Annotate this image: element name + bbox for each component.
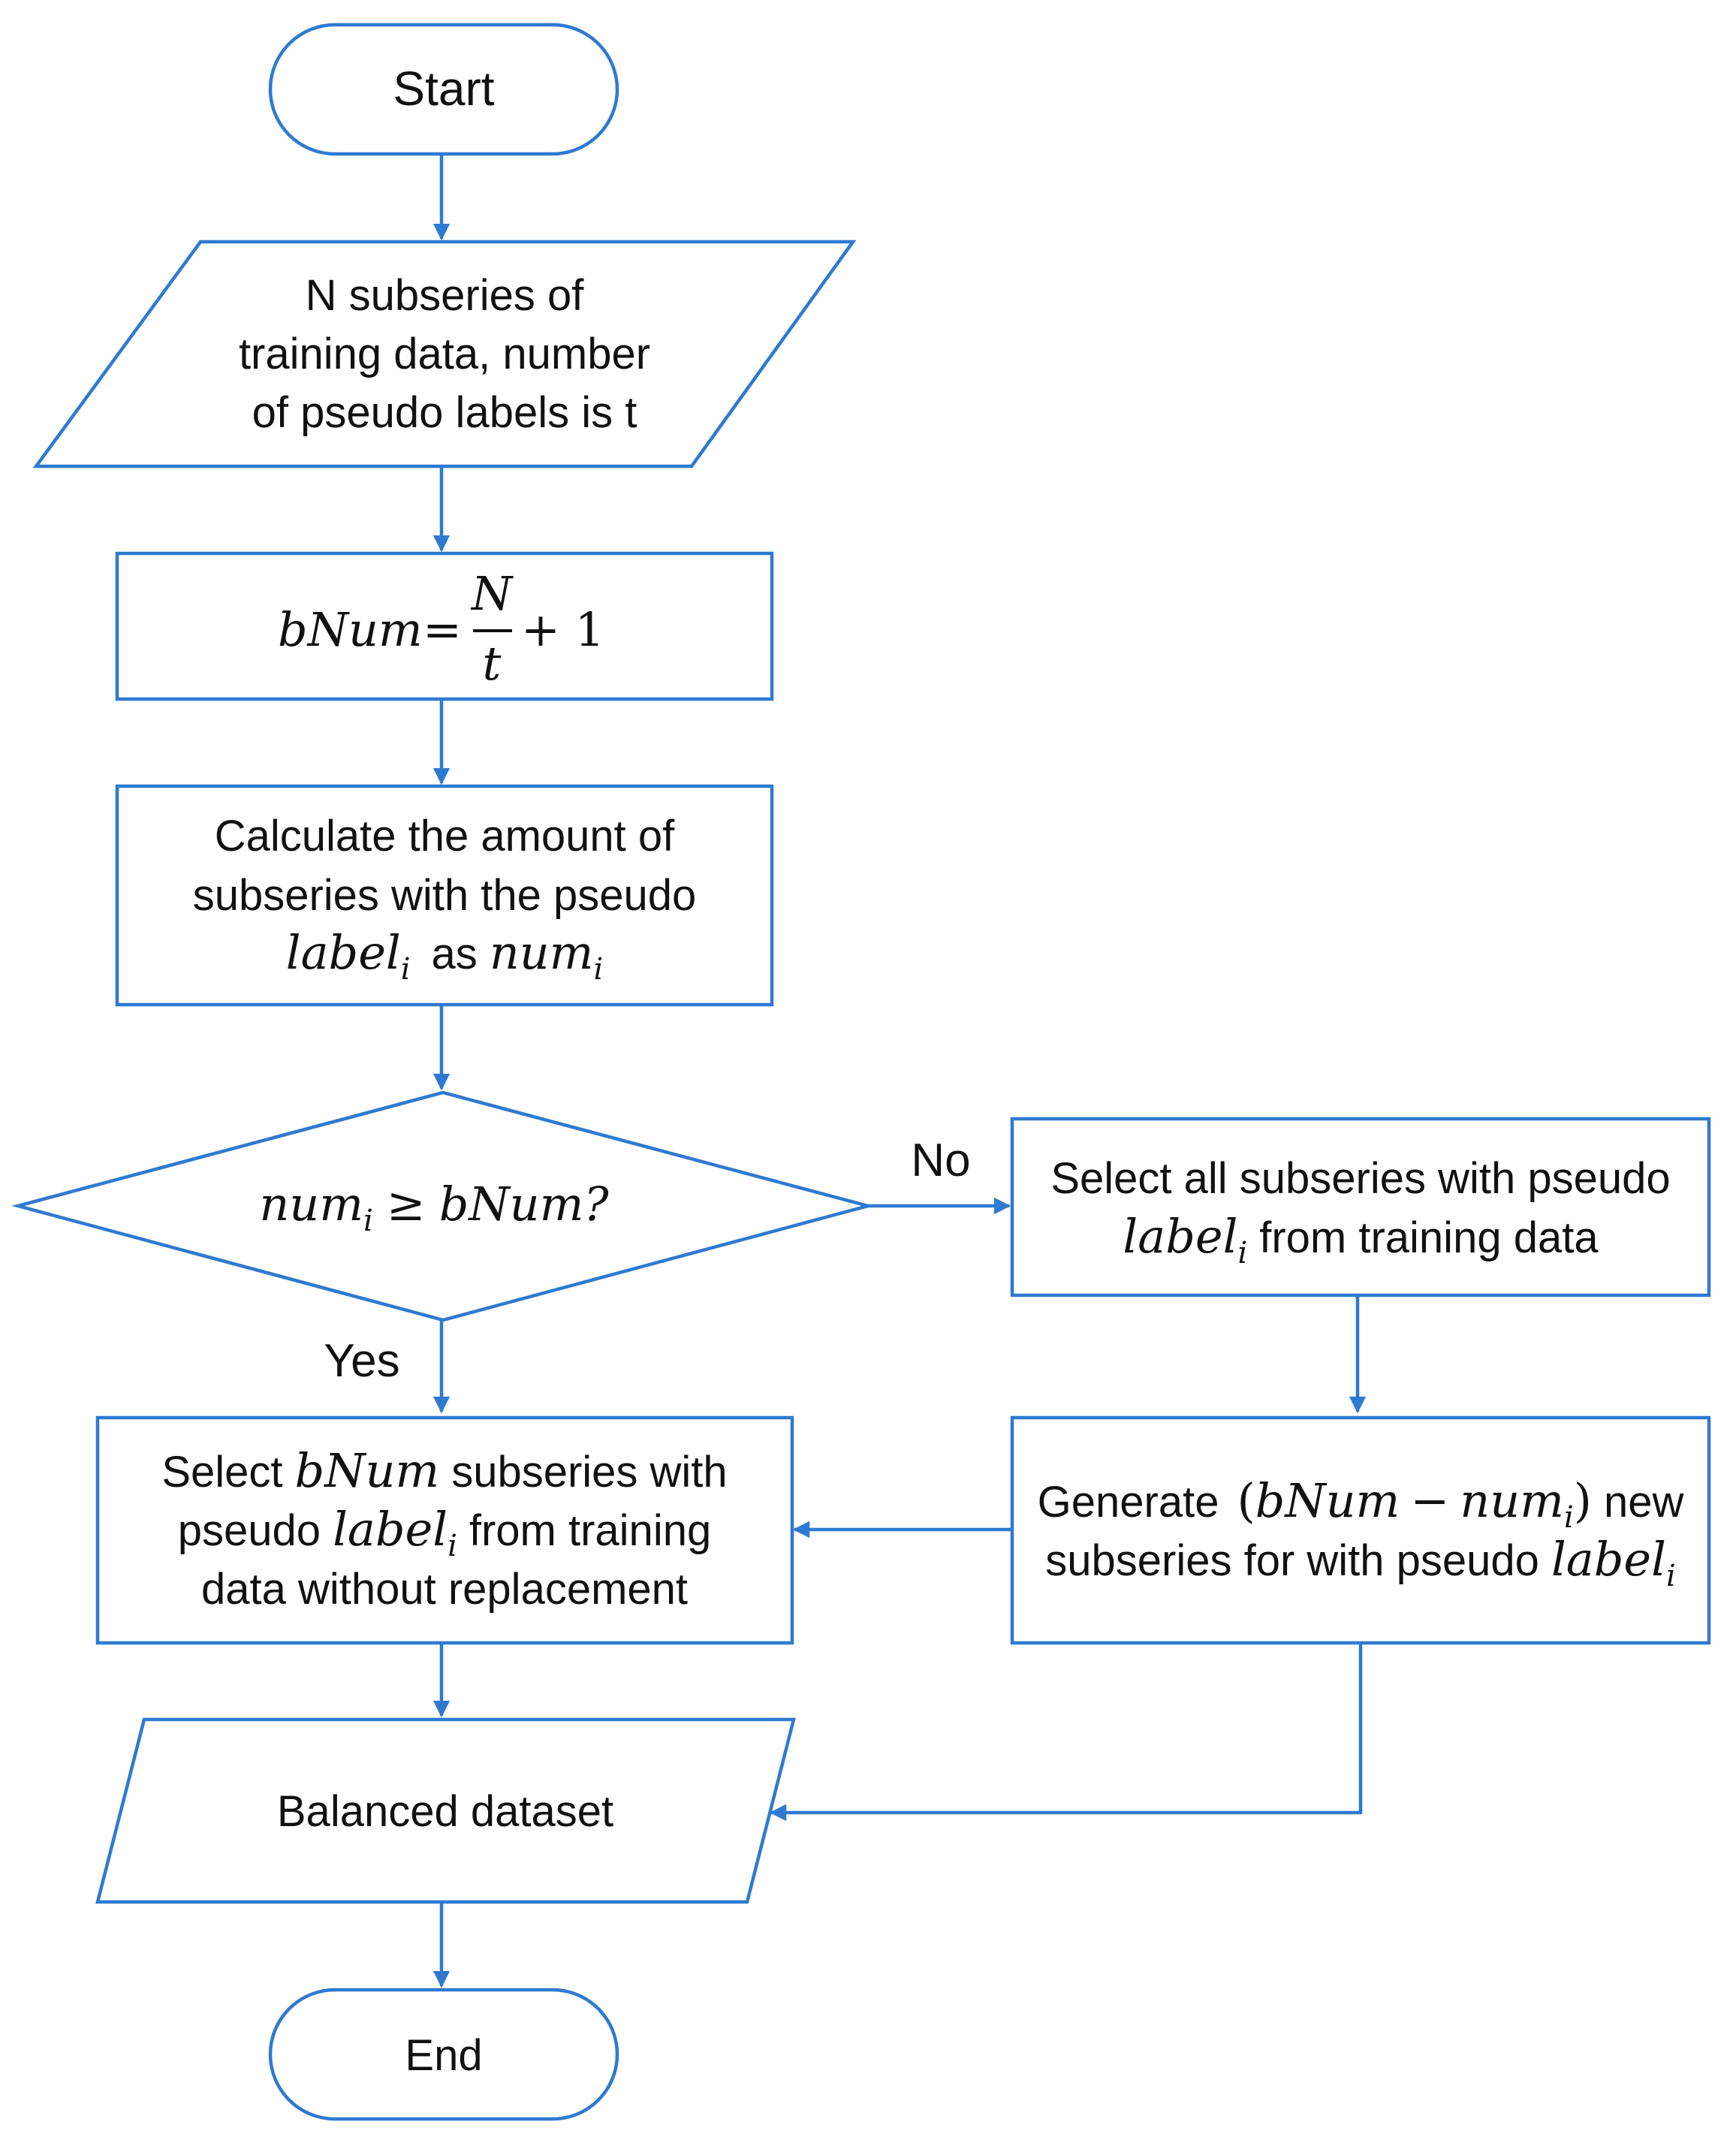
select-all-line-1: Select all subseries with pseudo bbox=[1050, 1154, 1670, 1203]
count-line-2: subseries with the pseudo bbox=[193, 871, 697, 920]
input-node: N subseries of training data, number of … bbox=[32, 240, 857, 469]
count-node: Calculate the amount of subseries with t… bbox=[115, 784, 774, 1007]
input-line-1: N subseries of bbox=[306, 271, 585, 320]
count-line-1: Calculate the amount of bbox=[215, 812, 675, 861]
start-node: Start bbox=[268, 23, 619, 156]
input-line-3: of pseudo labels is t bbox=[252, 388, 637, 437]
compute-lhs: bNum bbox=[278, 602, 423, 657]
select-bnum-line-3: data without replacement bbox=[201, 1565, 688, 1614]
yes-label: Yes bbox=[324, 1335, 399, 1387]
end-label: End bbox=[405, 2031, 482, 2080]
generate-line-1: Generate(bNum−numi)new bbox=[1038, 1473, 1685, 1535]
decision-node: numi≥bNum? bbox=[11, 1090, 875, 1322]
edge-generate-output bbox=[769, 1643, 1363, 1822]
input-line-2: training data, number bbox=[239, 330, 650, 378]
output-label: Balanced dataset bbox=[277, 1787, 613, 1836]
decision-label: numi≥bNum? bbox=[259, 1177, 609, 1238]
compute-plus: + 1 bbox=[521, 602, 604, 657]
connectors bbox=[432, 155, 1367, 1988]
output-node: Balanced dataset bbox=[95, 1717, 796, 1904]
compute-equals: = bbox=[423, 602, 462, 657]
compute-numerator: N bbox=[470, 566, 514, 621]
end-node: End bbox=[268, 1988, 619, 2121]
start-label: Start bbox=[393, 62, 494, 116]
compute-denominator: t bbox=[483, 636, 502, 691]
no-label: No bbox=[911, 1135, 970, 1186]
compute-node: bNum = N t + 1 bbox=[115, 551, 774, 701]
generate-node: Generate(bNum−numi)new subseries for wit… bbox=[1010, 1415, 1711, 1645]
